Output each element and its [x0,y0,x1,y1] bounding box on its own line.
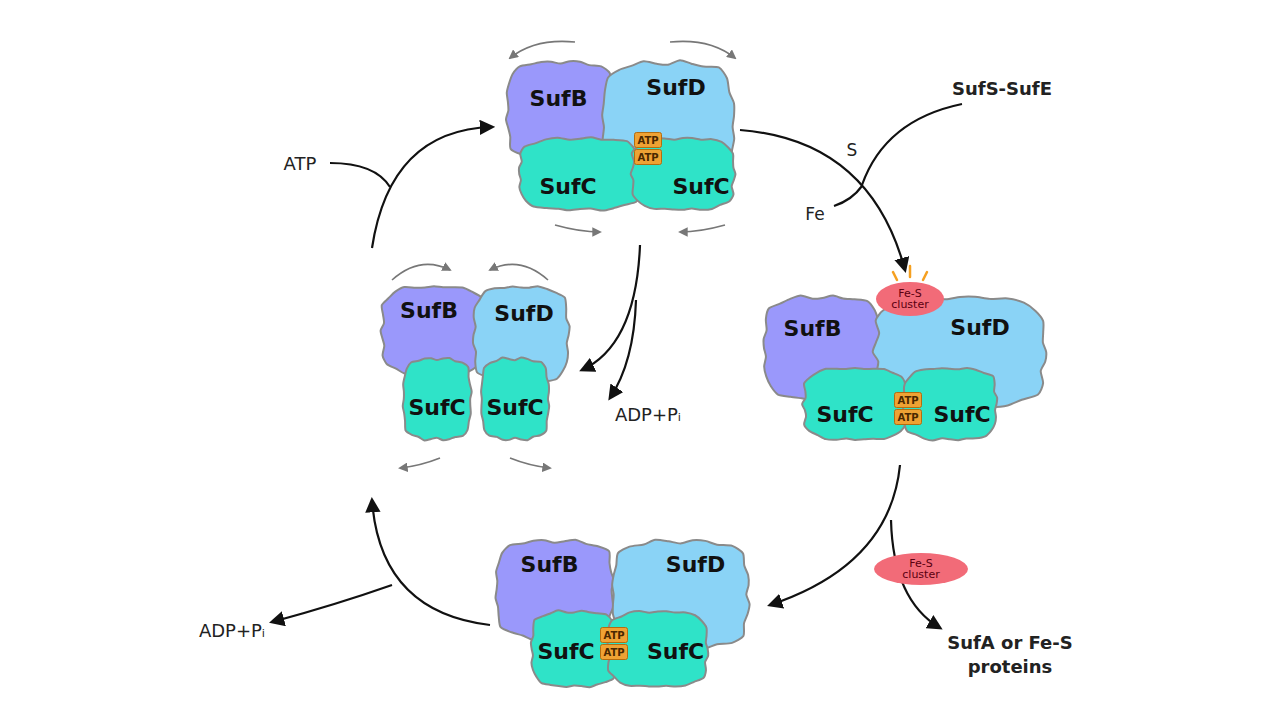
release-arrow [272,585,392,622]
node-text: SufC [816,402,873,427]
label-text: ADP+Pᵢ [615,404,681,425]
label-text: ADP+Pᵢ [199,620,265,641]
subunit-blob [519,137,642,210]
node-text: SufC [647,639,704,664]
node-text: ATP [637,152,658,163]
feed-line [330,163,390,187]
atp-box: ATP [894,392,922,408]
node-text: ATP [603,630,624,641]
node-text: SufD [646,75,705,100]
node-text: SufD [950,315,1009,340]
sufc-subunit: SufC [800,365,910,443]
subunit-blob [531,610,618,687]
atp-rect [895,410,922,425]
label-text: S [847,140,858,160]
label: ADP+Pᵢ [199,620,265,641]
cycle-arrow [582,245,640,370]
label: ATP [284,153,317,174]
cycle-arrow [372,127,492,248]
atp-box: ATP [600,644,628,660]
label-text: SufA or Fe-S proteins [947,632,1073,677]
node-text: SufC [539,174,596,199]
label: Fe [805,204,824,224]
sufc-subunit: SufC [515,135,645,213]
node-text: SufC [408,395,465,420]
cycle-arrow [372,500,490,625]
atp-rect [635,133,662,148]
motion-arrow [490,264,548,280]
node-text: Fe-S cluster [894,558,948,580]
cluster-rays [893,266,927,280]
node-text: SufC [537,639,594,664]
motion-arrow [400,458,440,468]
motion-arrow [555,225,600,232]
atp-box: ATP [634,132,662,148]
sufc-subunit: SufC [478,355,552,443]
label: ADP+Pᵢ [615,404,681,425]
node-text: SufC [672,174,729,199]
node-text: SufC [486,395,543,420]
node-text: SufB [530,86,588,111]
node-text: ATP [897,395,918,406]
atp-rect [601,628,628,643]
subunit-blob [481,358,549,441]
motion-arrow [510,458,550,468]
label-text: ATP [284,153,317,174]
node-text: SufD [494,301,553,326]
label: SufA or Fe-S proteins [923,631,1098,679]
subunit-blob [403,358,472,441]
feed-line [862,104,962,185]
subunit-blob [607,611,709,687]
node-text: SufB [521,552,579,577]
atp-box: ATP [634,149,662,165]
ray [923,272,927,280]
subunit-blob [903,368,997,441]
node-text: ATP [637,135,658,146]
node-text: Fe-S cluster [883,288,937,310]
node-text: SufB [400,298,458,323]
motion-arrow [670,41,735,58]
subunit-blob [802,368,907,440]
cluster-oval [876,282,944,316]
node-text: SufC [933,402,990,427]
ray [909,266,912,277]
node-text: SufD [666,552,725,577]
atp-rect [895,393,922,408]
reaction-arrows [272,104,962,628]
label: SufS-SufE [952,78,1052,99]
motion-arrow [680,225,725,232]
subunit-blob [631,138,736,210]
atp-box: ATP [600,627,628,643]
sufc-subunit: SufC [400,355,474,443]
node-text: ATP [897,412,918,423]
atp-rect [635,150,662,165]
label: S [847,140,858,160]
cluster-oval [874,553,968,585]
motion-arrow [510,41,575,58]
motion-arrow [392,264,450,280]
motion-arrows [392,41,735,468]
fes-cluster: Fe-S cluster [874,553,968,585]
atp-box: ATP [894,409,922,425]
label-text: Fe [805,204,824,224]
feed-line [834,186,862,206]
release-arrow [610,300,636,398]
node-text: SufB [784,316,842,341]
atp-rect [601,645,628,660]
fes-cluster: Fe-S cluster [876,282,944,316]
ray [893,272,897,280]
cycle-arrow [770,465,900,605]
label-text: SufS-SufE [952,78,1052,99]
node-text: ATP [603,647,624,658]
